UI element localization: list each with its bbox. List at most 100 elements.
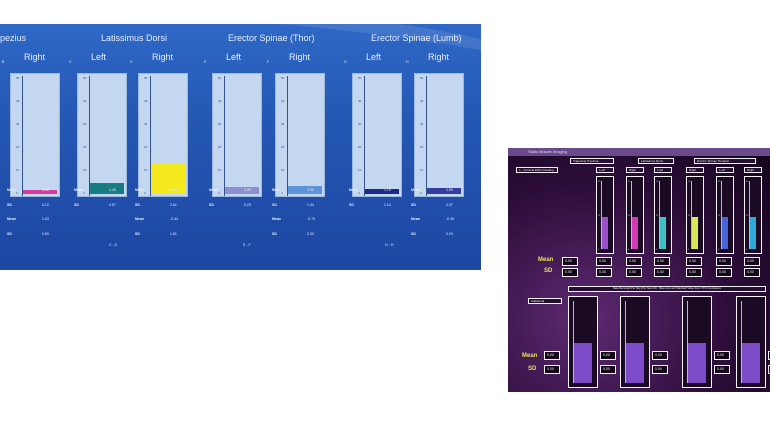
gauge-axis bbox=[89, 76, 90, 196]
stat-label: SD bbox=[7, 203, 12, 207]
stat-label: Mean bbox=[135, 217, 144, 221]
header-latissimus: Latissimus Dorsi bbox=[638, 158, 674, 164]
stat-value-mean: 1.19 bbox=[384, 188, 391, 192]
gauge-axis bbox=[22, 76, 23, 196]
gauge-axis bbox=[691, 181, 692, 249]
gauge-tick: 40 bbox=[144, 99, 148, 103]
stat-value-mean: 6.34 bbox=[170, 188, 177, 192]
gauge-tick: 0 bbox=[628, 249, 630, 251]
muscle-imaging-window: Static Muscle Imaging Trapezius Transrse… bbox=[508, 148, 770, 392]
gauge-tick: 10 bbox=[144, 168, 148, 172]
stat-label: Mean bbox=[411, 217, 420, 221]
stat-value-sd2: 0.29 bbox=[446, 232, 453, 236]
group-title-erector-thor: Erector Spinae (Thor) bbox=[228, 33, 315, 43]
gauge-tick: 40 bbox=[281, 99, 285, 103]
stat-value-sd: 0.12 bbox=[42, 203, 49, 207]
side-header: Right bbox=[686, 167, 704, 173]
gauge-tick: 10 bbox=[218, 168, 222, 172]
side-header: L - Cervical EMG Reading bbox=[516, 167, 558, 173]
stat-value-mean2: -0.73 bbox=[307, 217, 315, 221]
stat-label: SD bbox=[135, 203, 140, 207]
side-header: Right bbox=[744, 167, 762, 173]
group-title-erector-lumb: Erector Spinae (Lumb) bbox=[371, 33, 462, 43]
side-header: L-eft bbox=[716, 167, 734, 173]
gauge-tick: 25 bbox=[656, 215, 659, 217]
gauge-fill bbox=[365, 189, 399, 194]
stat-label: Mean bbox=[135, 188, 144, 192]
stat-value-sd: 0.23 bbox=[244, 203, 251, 207]
header-trapezius: Trapezius Transrse bbox=[570, 158, 614, 164]
gauge-tick: 0 bbox=[358, 191, 360, 195]
stat-label: Mean bbox=[7, 188, 16, 192]
mean-value: 0.00 bbox=[744, 257, 760, 266]
gauge-tick: 0 bbox=[281, 191, 283, 195]
gauge-tick: 10 bbox=[83, 168, 87, 172]
stat-value-mean: 1.45 bbox=[109, 188, 116, 192]
additional-value: 0.00 bbox=[768, 351, 770, 360]
gauge-tick: 25 bbox=[746, 215, 749, 217]
stat-value-sd: 0.57 bbox=[109, 203, 116, 207]
gauge-tick: 50 bbox=[746, 181, 749, 183]
gauge-axis bbox=[287, 76, 288, 196]
pair-label-gh: G - H bbox=[385, 243, 394, 247]
emg-bar bbox=[632, 217, 638, 249]
side-label-left: Left bbox=[91, 52, 107, 62]
stat-label: SD bbox=[209, 203, 214, 207]
gauge-tick: 0 bbox=[83, 191, 85, 195]
gauge-tick: 0 bbox=[688, 249, 690, 251]
stat-label: Mean bbox=[7, 217, 16, 221]
gauge-tick: 50 bbox=[144, 76, 148, 80]
gauge-tick: 50 bbox=[358, 76, 362, 80]
side-header: Right bbox=[626, 167, 644, 173]
additional-value: 0.00 bbox=[714, 351, 730, 360]
stat-label: SD bbox=[7, 232, 12, 236]
stat-label: SD bbox=[74, 203, 79, 207]
gauge-tick: 30 bbox=[358, 122, 362, 126]
gauge-axis bbox=[741, 301, 742, 383]
stat-value-mean2: -2.44 bbox=[170, 217, 178, 221]
stat-value-mean: 1.30 bbox=[244, 188, 251, 192]
gauge-tick: 20 bbox=[83, 145, 87, 149]
gauge-tick: 40 bbox=[218, 99, 222, 103]
stat-value-sd2: 0.60 bbox=[42, 232, 49, 236]
column-letter: B bbox=[2, 60, 5, 64]
gauge-tick: 50 bbox=[218, 76, 222, 80]
column-letter: F bbox=[267, 60, 270, 64]
gauge-tick: 30 bbox=[281, 122, 285, 126]
additional-value: 0.00 bbox=[714, 365, 730, 374]
gauge-axis bbox=[687, 301, 688, 383]
column-letter: E bbox=[204, 60, 207, 64]
additional-bar bbox=[742, 343, 760, 383]
gauge-tick: 0 bbox=[656, 249, 658, 251]
gauge-tick: 50 bbox=[628, 181, 631, 183]
stat-value-mean: 1.59 bbox=[446, 188, 453, 192]
gauge-axis bbox=[625, 301, 626, 383]
gauge-tick: 10 bbox=[358, 168, 362, 172]
gauge-tick: 50 bbox=[281, 76, 285, 80]
gauge-tick: 40 bbox=[83, 99, 87, 103]
gauge-tick: 50 bbox=[598, 181, 601, 183]
column-letter: D bbox=[130, 60, 133, 64]
gauge-tick: 40 bbox=[16, 99, 20, 103]
mean-row-label: Mean bbox=[538, 257, 554, 263]
additional-bar bbox=[688, 343, 706, 383]
pair-label-ef: E - F bbox=[243, 243, 251, 247]
gauge-tick: 0 bbox=[218, 191, 220, 195]
additional-bar-gauge bbox=[682, 296, 712, 388]
gauge-tick: 50 bbox=[83, 76, 87, 80]
sd-value: 0.00 bbox=[686, 268, 702, 277]
gauge-tick: 0 bbox=[144, 191, 146, 195]
stat-label: SD bbox=[272, 203, 277, 207]
stat-label: Mean bbox=[272, 188, 281, 192]
additional-value: 0.00 bbox=[600, 351, 616, 360]
emg-bar bbox=[602, 217, 608, 249]
section-label-additional: Additional bbox=[528, 298, 562, 304]
side-label-right: Right bbox=[428, 52, 450, 62]
side-label-right: Right bbox=[152, 52, 174, 62]
stat-value-sd: 1.34 bbox=[307, 203, 314, 207]
